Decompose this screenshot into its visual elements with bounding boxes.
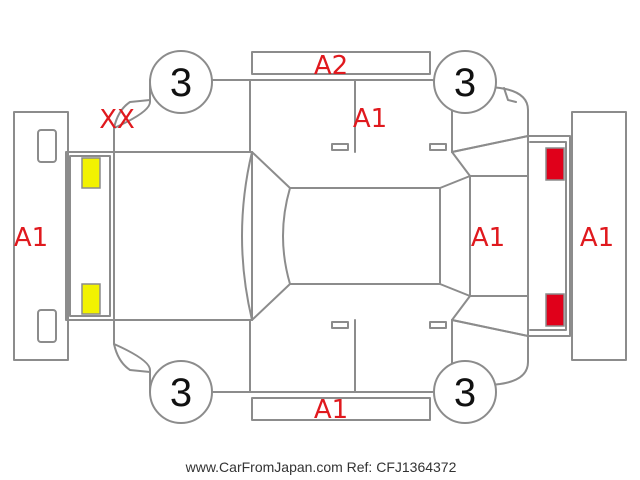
grade-rear-glass: A1	[471, 223, 505, 253]
reference-footer: www.CarFromJapan.com Ref: CFJ1364372	[185, 459, 457, 475]
rear-left-light	[545, 147, 565, 181]
grade-rear-bumper: A1	[580, 223, 614, 253]
tire-front-top: 3	[149, 50, 213, 114]
grade-front-bumper: A1	[14, 223, 48, 253]
tire-front-bottom: 3	[149, 360, 213, 424]
front-bumper-panel	[13, 111, 69, 361]
grade-lower-side-sill: A1	[314, 395, 348, 425]
rear-bumper-panel	[571, 111, 627, 361]
tire-tread-value: 3	[170, 61, 192, 105]
tire-tread-value: 3	[454, 371, 476, 415]
front-left-light	[81, 157, 101, 189]
tire-rear-top: 3	[433, 50, 497, 114]
tire-tread-value: 3	[170, 371, 192, 415]
grade-upper-side-sill: A2	[314, 51, 348, 81]
grade-upper-rear-door: A1	[353, 104, 387, 134]
grade-front-corner: XX	[99, 105, 135, 135]
tire-tread-value: 3	[454, 61, 476, 105]
top-down-body	[65, 135, 571, 337]
tire-rear-bottom: 3	[433, 360, 497, 424]
front-right-light	[81, 283, 101, 315]
rear-right-light	[545, 293, 565, 327]
